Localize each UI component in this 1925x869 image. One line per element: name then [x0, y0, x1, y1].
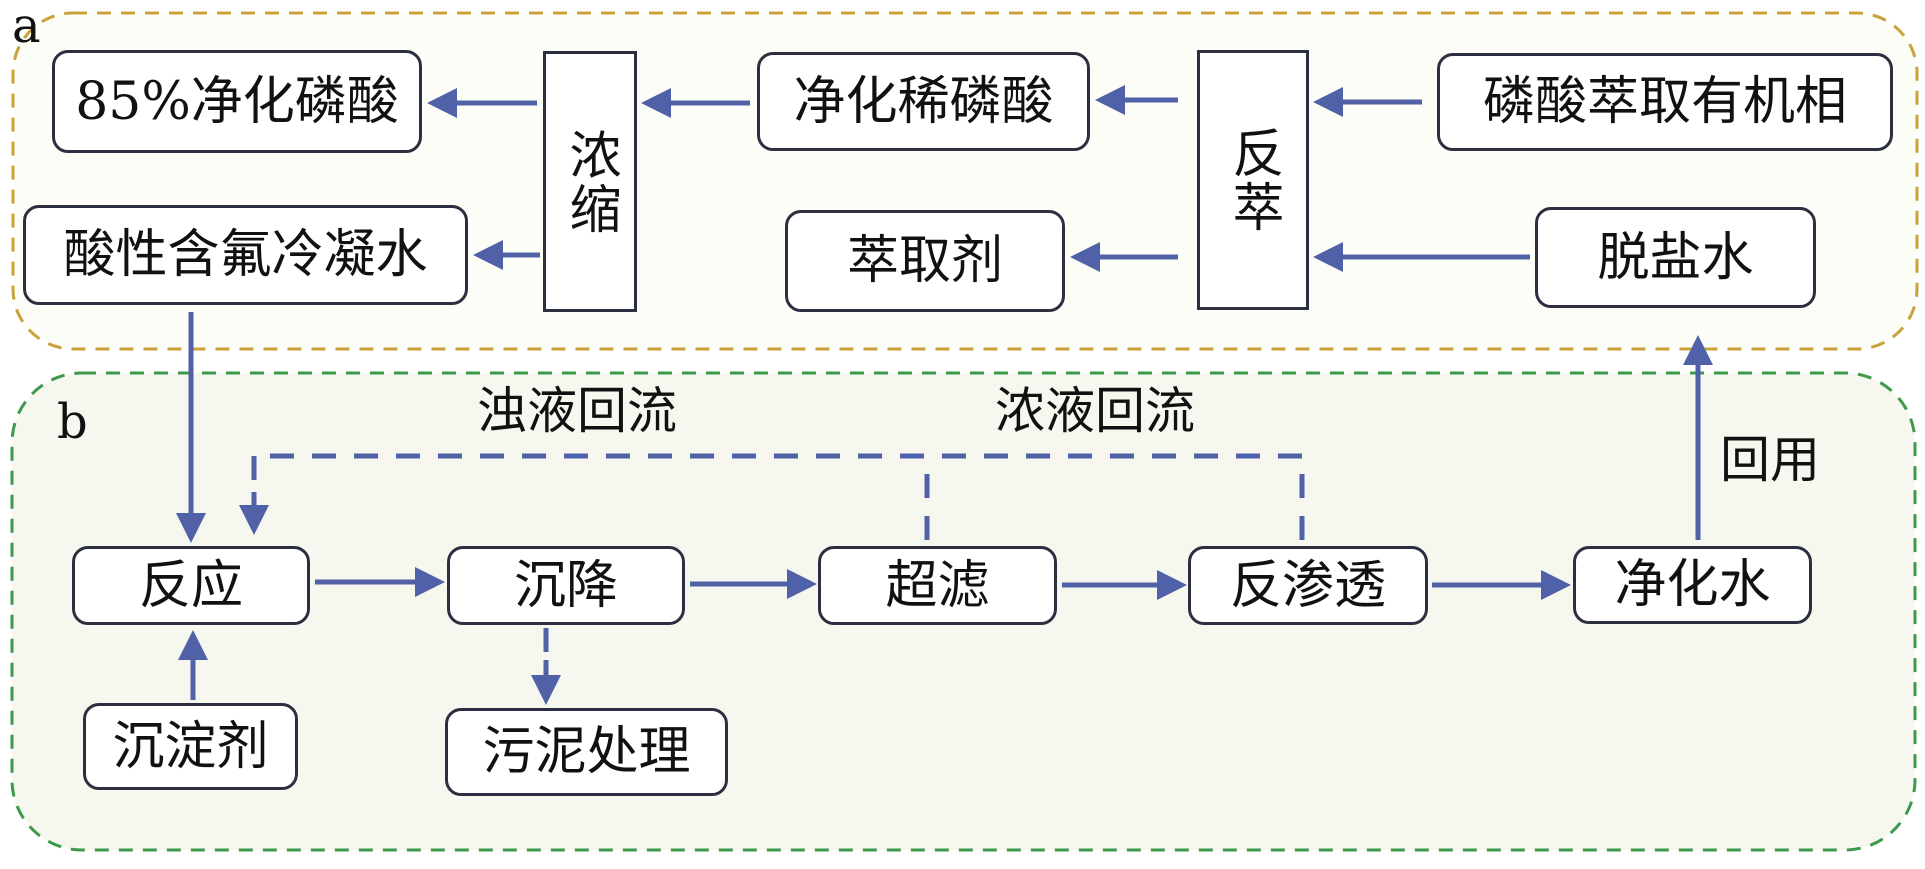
region-b-border	[10, 371, 1917, 852]
node-extractant: 萃取剂	[785, 210, 1065, 312]
node-back-extraction: 反萃	[1197, 50, 1309, 310]
node-reverse-osmosis: 反渗透	[1188, 546, 1428, 625]
node-label: 萃取剂	[846, 231, 1003, 291]
region-a-label: a	[12, 0, 41, 54]
node-label: 超滤	[885, 555, 990, 616]
node-label: 反应	[138, 555, 243, 616]
node-purified-acid-85: 85%净化磷酸	[52, 50, 422, 153]
node-label: 酸性含氟冷凝水	[63, 225, 428, 285]
node-label: 浓缩	[560, 127, 620, 236]
node-label: 85%净化磷酸	[75, 71, 399, 132]
node-label: 反渗透	[1229, 555, 1386, 616]
node-precipitant: 沉淀剂	[83, 703, 298, 790]
label-concentrate-reflux: 浓液回流	[995, 382, 1195, 440]
region-a-border	[11, 11, 1919, 351]
node-label: 反萃	[1223, 126, 1283, 234]
node-acid-condensate: 酸性含氟冷凝水	[23, 205, 468, 305]
node-reaction: 反应	[72, 546, 310, 625]
node-label: 磷酸萃取有机相	[1482, 72, 1847, 132]
label-turbid-reflux: 浊液回流	[477, 382, 677, 440]
node-label: 净化稀磷酸	[793, 71, 1054, 132]
node-label: 沉降	[513, 555, 618, 616]
node-sludge-treatment: 污泥处理	[445, 708, 728, 796]
node-settling: 沉降	[447, 546, 685, 625]
node-label: 沉淀剂	[112, 716, 269, 777]
node-concentrate: 浓缩	[543, 51, 637, 312]
node-label: 脱盐水	[1597, 227, 1754, 288]
label-reuse: 回用	[1720, 431, 1820, 489]
reflux-ro-line	[254, 453, 1305, 540]
node-purified-dilute-acid: 净化稀磷酸	[757, 52, 1090, 151]
node-organic-phase: 磷酸萃取有机相	[1437, 53, 1893, 151]
region-b-label: b	[57, 394, 88, 450]
node-desalted-water: 脱盐水	[1535, 207, 1816, 308]
node-purified-water: 净化水	[1573, 546, 1812, 624]
node-ultrafiltration: 超滤	[818, 546, 1057, 625]
node-label: 净化水	[1614, 555, 1771, 615]
node-label: 污泥处理	[482, 722, 691, 782]
